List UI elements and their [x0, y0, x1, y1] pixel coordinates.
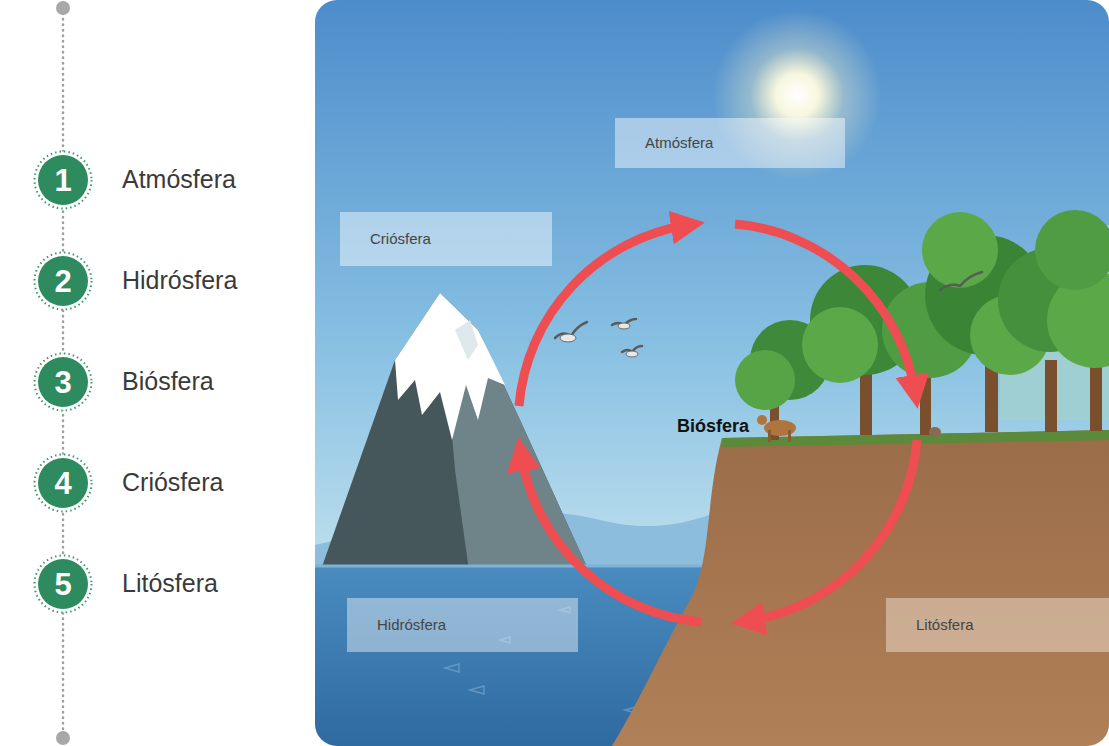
animals	[757, 415, 941, 442]
sphere-label: Hidrósfera	[377, 617, 446, 634]
callout-number: 5	[33, 554, 93, 614]
sphere-label-box: Hidrósfera	[347, 598, 578, 652]
cycle-arrows	[519, 224, 917, 622]
number-circle: 4Criósfera	[33, 453, 93, 513]
sphere-label-box: Atmósfera	[615, 118, 845, 168]
sphere-heading: Atmósfera	[122, 166, 236, 194]
sphere-label-box: Criósfera	[340, 212, 552, 266]
sphere-label: Criósfera	[370, 231, 431, 248]
illustration-panel	[315, 0, 1109, 746]
sphere-heading: Criósfera	[122, 469, 223, 497]
callout-number: 1	[33, 150, 93, 210]
sphere-caption: Biósfera	[677, 417, 749, 437]
birds	[555, 272, 982, 352]
sphere-heading: Hidrósfera	[122, 267, 237, 295]
callout-number: 4	[33, 453, 93, 513]
callout-number: 2	[33, 251, 93, 311]
number-circle: 1Atmósfera	[33, 150, 93, 210]
number-circle: 2Hidrósfera	[33, 251, 93, 311]
sphere-heading: Biósfera	[122, 368, 214, 396]
number-circle: 3Biósfera	[33, 352, 93, 412]
callout-number: 3	[33, 352, 93, 412]
sphere-label: Atmósfera	[645, 135, 713, 152]
sphere-heading: Litósfera	[122, 570, 218, 598]
trees	[735, 210, 1109, 440]
number-circle: 5Litósfera	[33, 554, 93, 614]
bird-bodies	[560, 323, 638, 357]
sphere-label: Litósfera	[916, 617, 974, 634]
sphere-label-box: Litósfera	[886, 598, 1109, 652]
